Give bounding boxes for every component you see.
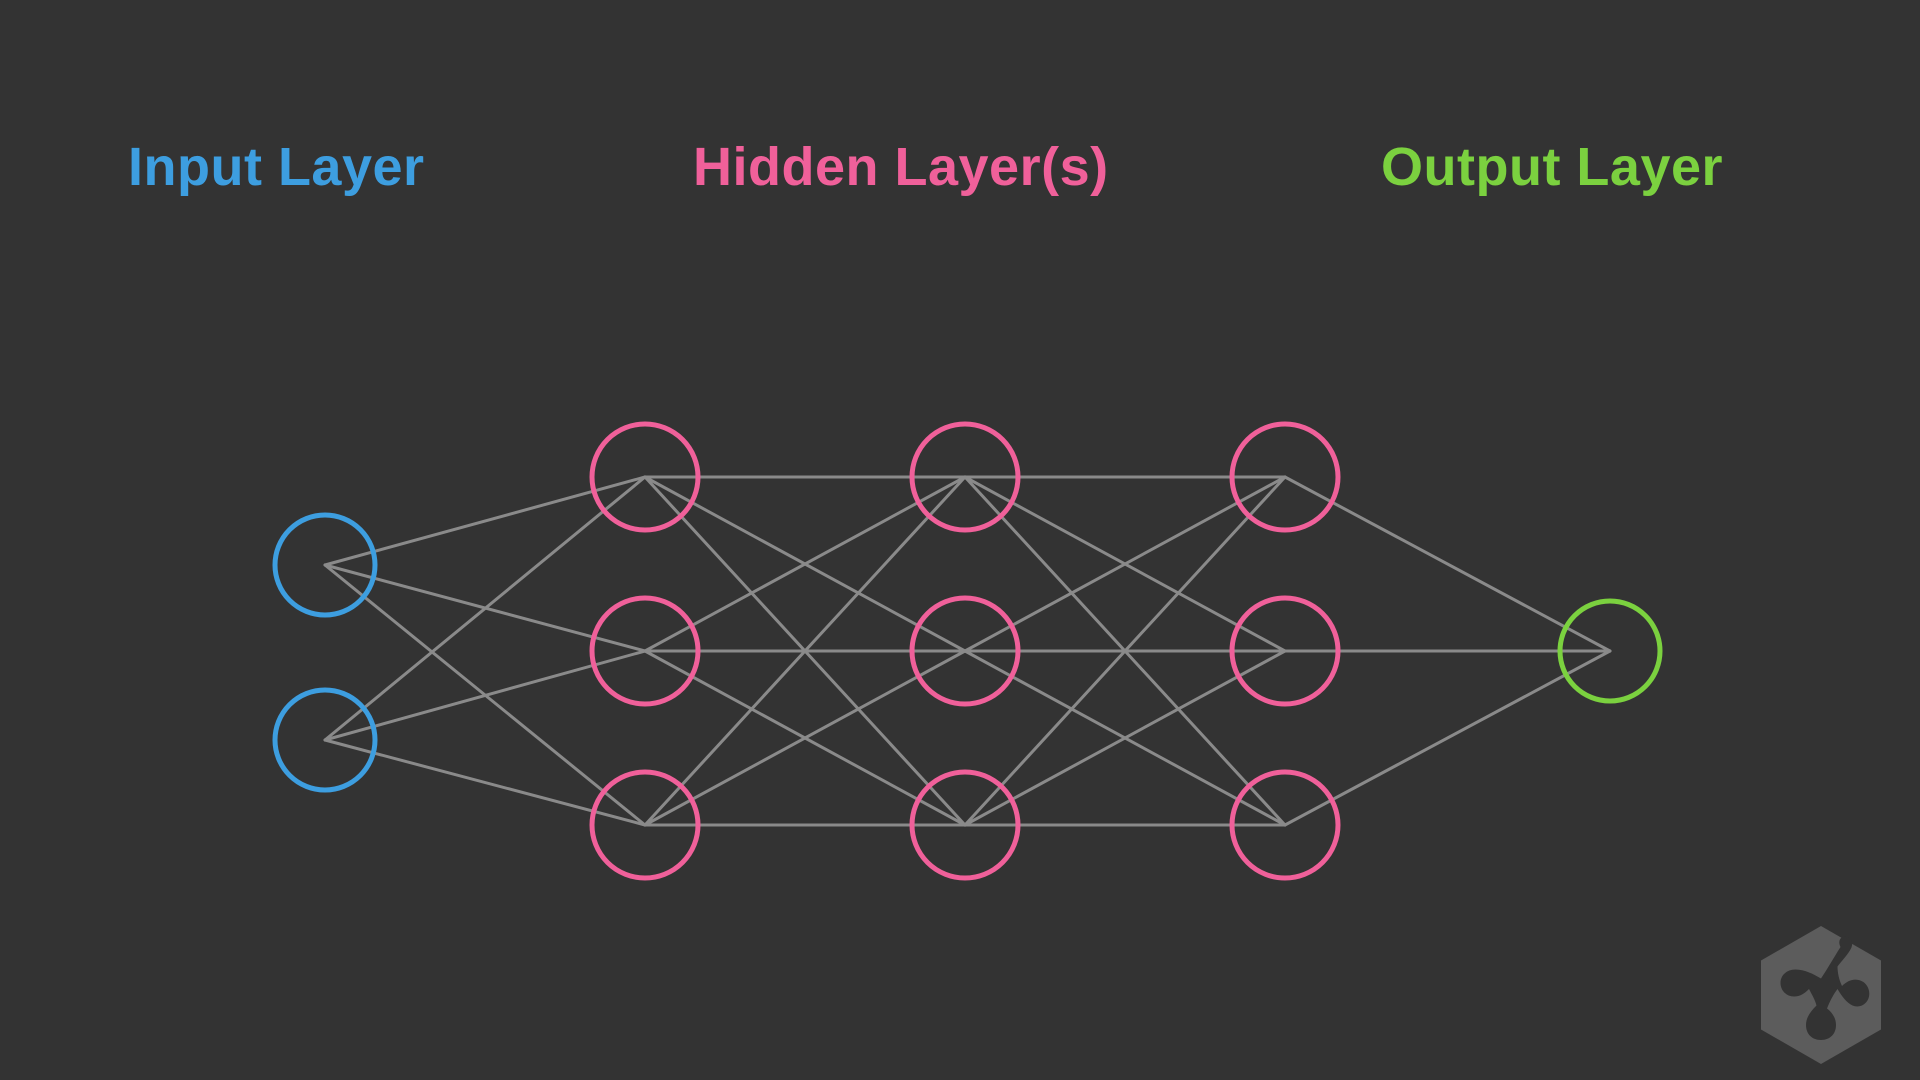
connection-edge bbox=[1283, 475, 1612, 653]
connection-edges bbox=[323, 475, 1612, 827]
neuron-node-h1_1[interactable] bbox=[589, 421, 701, 533]
connection-edge bbox=[643, 475, 967, 827]
hexagon-neuron-logo-icon bbox=[1761, 926, 1881, 1064]
neuron-node-h1_3[interactable] bbox=[589, 769, 701, 881]
neuron-nodes bbox=[272, 421, 1663, 881]
connection-edge bbox=[643, 475, 967, 653]
connection-edge bbox=[323, 475, 647, 742]
neuron-node-i2[interactable] bbox=[272, 687, 378, 793]
connection-edge bbox=[963, 649, 1287, 827]
hidden-layer-label: Hidden Layer(s) bbox=[693, 137, 1109, 197]
neuron-node-h3_3[interactable] bbox=[1229, 769, 1341, 881]
connection-edge bbox=[643, 649, 967, 827]
input-layer-label: Input Layer bbox=[128, 137, 425, 197]
connection-edge bbox=[963, 475, 1287, 827]
neuron-node-h2_3[interactable] bbox=[909, 769, 1021, 881]
neuron-node-h2_1[interactable] bbox=[909, 421, 1021, 533]
neuron-node-h3_2[interactable] bbox=[1229, 595, 1341, 707]
neuron-node-h2_2[interactable] bbox=[909, 595, 1021, 707]
neuron-node-o1[interactable] bbox=[1557, 598, 1663, 704]
connection-edge bbox=[963, 475, 1287, 653]
neuron-node-i1[interactable] bbox=[272, 512, 378, 618]
output-layer-label: Output Layer bbox=[1381, 137, 1724, 197]
connection-edge bbox=[1283, 649, 1612, 827]
neuron-node-h1_2[interactable] bbox=[589, 595, 701, 707]
neuron-node-h3_1[interactable] bbox=[1229, 421, 1341, 533]
